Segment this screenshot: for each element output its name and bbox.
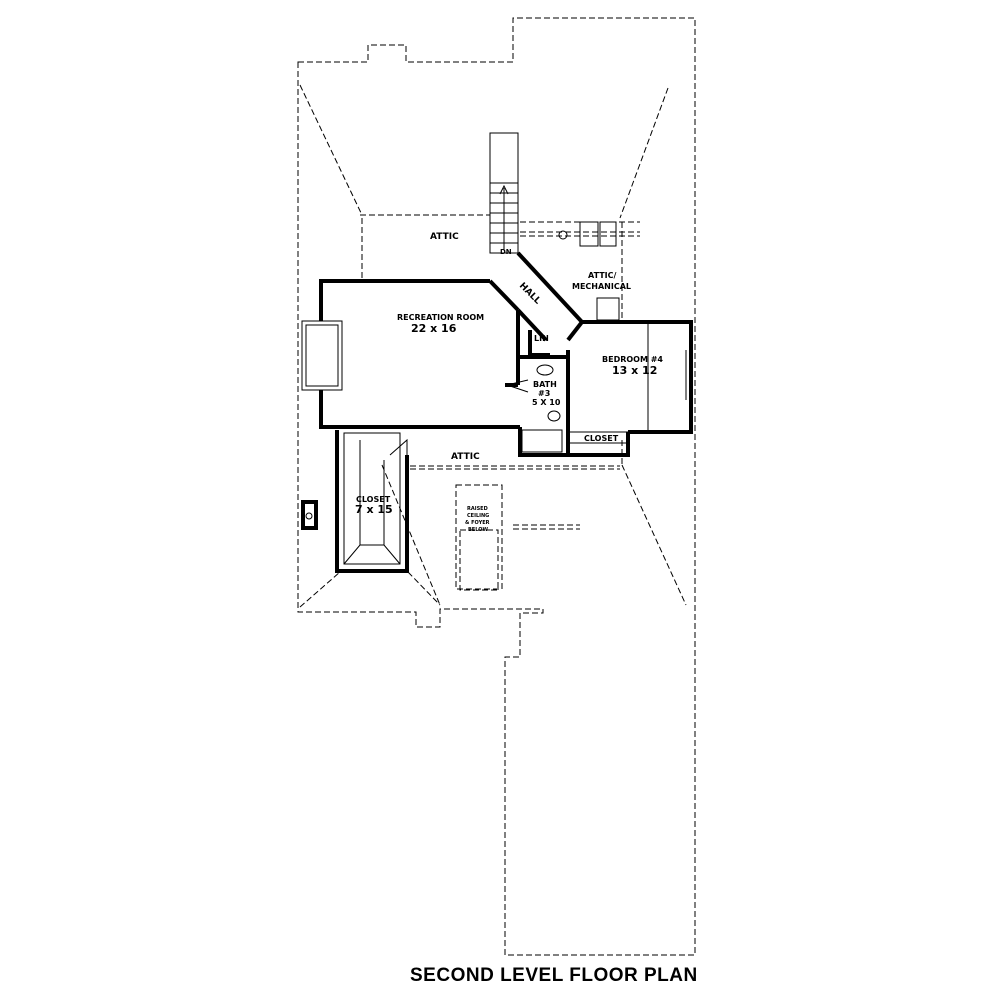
mechanical-units xyxy=(558,221,620,321)
attic-middle-label: ATTIC xyxy=(451,452,480,462)
large-closet-name: CLOSET xyxy=(356,495,391,504)
large-closet-size: 7 x 15 xyxy=(355,503,393,516)
raised-ceiling-area xyxy=(455,484,503,591)
plan-title: SECOND LEVEL FLOOR PLAN xyxy=(410,965,698,986)
stair-direction-label: DN xyxy=(500,248,512,256)
stair: DN xyxy=(489,132,519,256)
bay-window xyxy=(301,320,343,391)
attic-mechanical-label-1: ATTIC/ xyxy=(588,271,617,280)
raised-ceiling-label-2: CEILING xyxy=(467,513,489,519)
raised-ceiling-label-1: RAISED xyxy=(467,506,488,512)
raised-ceiling-label-4: BELOW xyxy=(468,527,488,533)
attic-top-label: ATTIC xyxy=(430,232,459,242)
roof-outline xyxy=(297,17,696,956)
bath-3-size: 5 X 10 xyxy=(532,398,561,407)
bedroom-4-size: 13 x 12 xyxy=(612,364,657,377)
hall-label: HALL xyxy=(517,281,543,307)
bath-3-number: #3 xyxy=(538,389,550,398)
bedroom-4-walls xyxy=(566,322,693,455)
recreation-room-size: 22 x 16 xyxy=(411,322,457,335)
raised-ceiling-label-3: & FOYER xyxy=(465,520,490,526)
bath-3-name: BATH xyxy=(533,380,557,389)
attic-mechanical-label-2: MECHANICAL xyxy=(572,282,631,291)
recreation-room-walls xyxy=(319,279,520,429)
chimney xyxy=(301,500,318,530)
small-closet-walls xyxy=(570,431,628,444)
linen-label: LIN xyxy=(534,334,549,343)
small-closet-label: CLOSET xyxy=(584,434,619,443)
recreation-room-name: RECREATION ROOM xyxy=(397,313,484,322)
bedroom-4-name: BEDROOM #4 xyxy=(602,355,663,364)
large-closet-walls xyxy=(335,430,409,573)
